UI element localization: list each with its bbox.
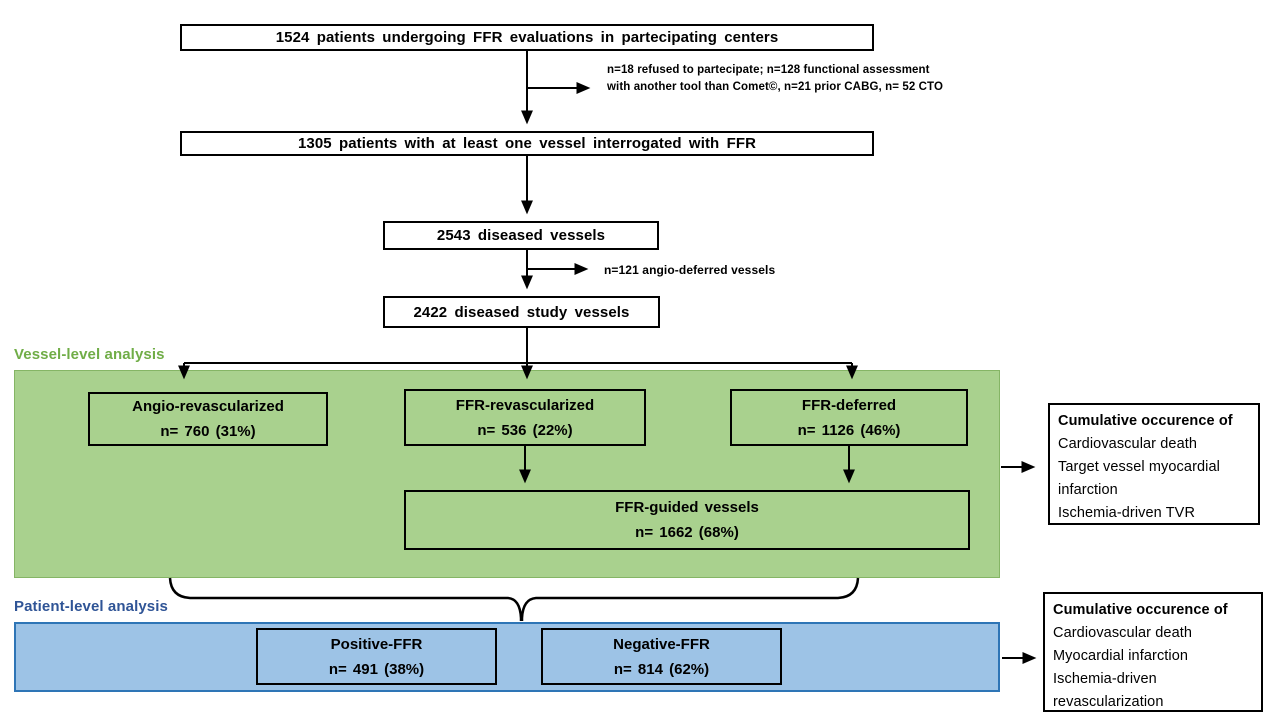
- vessel-outcomes-header: Cumulative occurence of: [1058, 413, 1233, 429]
- patient-outcome-item: Myocardial infarction: [1053, 648, 1189, 664]
- negative-ffr-n: n= 814 (62%): [613, 660, 710, 678]
- ffr-guided-vessels-n: n= 1662 (68%): [635, 524, 739, 541]
- ffr-guided-vessels-title: FFR-guided vessels: [615, 499, 759, 516]
- ffr-deferred-title: FFR-deferred: [801, 396, 897, 414]
- exclusion-note-2: n=121 angio-deferred vessels: [604, 263, 776, 277]
- vessel-level-label: Vessel-level analysis: [14, 346, 165, 363]
- vessel-level-panel: [14, 370, 1000, 578]
- angio-revascularized-title: Angio-revascularized: [132, 398, 284, 415]
- ffr-deferred-n: n= 1126 (46%): [797, 421, 901, 439]
- patient-level-panel: [14, 622, 1000, 692]
- flow-box-1524-text: 1524 patients undergoing FFR evaluations…: [275, 29, 779, 46]
- angio-revascularized-box: Angio-revascularized n= 760 (31%): [88, 392, 328, 446]
- positive-ffr-n: n= 491 (38%): [328, 660, 425, 678]
- flow-box-2543-vessels: 2543 diseased vessels: [383, 221, 659, 250]
- patient-outcome-item: Cardiovascular death: [1053, 625, 1193, 641]
- brace-connector: [168, 577, 860, 621]
- vessel-outcome-item: Cardiovascular death: [1058, 436, 1198, 452]
- angio-revascularized-n: n= 760 (31%): [160, 423, 256, 440]
- exclusion-note-1: n=18 refused to partecipate; n=128 funct…: [607, 64, 943, 93]
- ffr-revascularized-n: n= 536 (22%): [477, 421, 573, 439]
- patient-outcome-item: Ischemia-driven revascularization: [1053, 671, 1164, 710]
- vessel-outcomes-box: Cumulative occurence of Cardiovascular d…: [1048, 403, 1260, 525]
- ffr-guided-vessels-box: FFR-guided vessels n= 1662 (68%): [404, 490, 970, 550]
- patient-outcomes-header: Cumulative occurence of: [1053, 602, 1228, 618]
- flow-box-2422-text: 2422 diseased study vessels: [413, 303, 630, 321]
- ffr-revascularized-box: FFR-revascularized n= 536 (22%): [404, 389, 646, 446]
- patient-outcomes-box: Cumulative occurence of Cardiovascular d…: [1043, 592, 1263, 712]
- flow-box-1524-patients: 1524 patients undergoing FFR evaluations…: [180, 24, 874, 51]
- patient-level-label: Patient-level analysis: [14, 598, 168, 615]
- flow-box-2543-text: 2543 diseased vessels: [436, 227, 606, 244]
- positive-ffr-box: Positive-FFR n= 491 (38%): [256, 628, 497, 685]
- vessel-outcome-item: Target vessel myocardial infarction: [1058, 459, 1220, 498]
- ffr-revascularized-title: FFR-revascularized: [455, 396, 595, 414]
- flow-box-2422-study-vessels: 2422 diseased study vessels: [383, 296, 660, 328]
- ffr-deferred-box: FFR-deferred n= 1126 (46%): [730, 389, 968, 446]
- flow-box-1305-text: 1305 patients with at least one vessel i…: [297, 135, 757, 152]
- vessel-outcome-item: Ischemia-driven TVR: [1058, 505, 1196, 521]
- flow-box-1305-patients: 1305 patients with at least one vessel i…: [180, 131, 874, 156]
- negative-ffr-title: Negative-FFR: [613, 635, 710, 653]
- positive-ffr-title: Positive-FFR: [330, 635, 423, 653]
- negative-ffr-box: Negative-FFR n= 814 (62%): [541, 628, 782, 685]
